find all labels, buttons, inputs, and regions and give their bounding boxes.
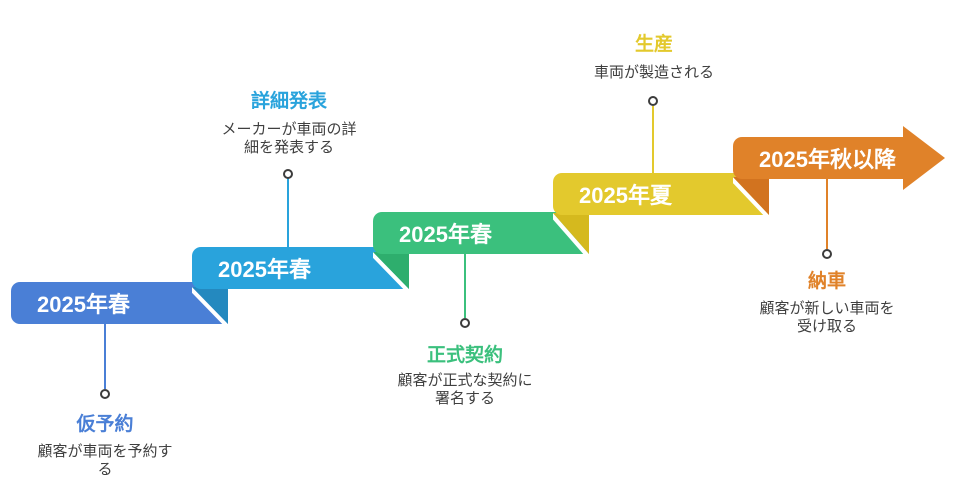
desc-line-1: メーカーが車両の詳 <box>221 121 357 138</box>
desc-line-2: 署名する <box>434 390 496 407</box>
connector-dot <box>283 169 293 179</box>
desc-line-1: 顧客が正式な契約に <box>397 372 533 389</box>
connector-line <box>826 179 828 249</box>
banner-label: 2025年春 <box>399 222 492 247</box>
banner-label: 2025年秋以降 <box>759 147 896 172</box>
connector-line <box>287 178 289 247</box>
connector-dot <box>822 249 832 259</box>
step-description: 顧客が新しい車両を 受け取る <box>759 300 894 336</box>
arrow-head-icon <box>903 126 945 190</box>
step-title: 詳細発表 <box>250 91 328 112</box>
desc-line-2: 細を発表する <box>243 139 335 156</box>
step-title: 生産 <box>634 34 674 55</box>
connector-dot <box>460 318 470 328</box>
ribbon-banner: 2025年秋以降 <box>733 137 905 179</box>
ribbon-banner: 2025年春 <box>192 247 409 289</box>
connector-line <box>104 324 106 389</box>
desc-line-2: 受け取る <box>796 318 858 335</box>
banner-label: 2025年春 <box>37 292 130 317</box>
step-description: 車両が製造される <box>594 64 714 82</box>
connector-dot <box>648 96 658 106</box>
step-description: 顧客が車両を予約す る <box>37 443 172 479</box>
connector-line <box>464 254 466 318</box>
desc-line-1: 車両が製造される <box>593 64 715 81</box>
step-title: 納車 <box>807 271 847 292</box>
desc-line-1: 顧客が新しい車両を <box>759 300 895 317</box>
banner-label: 2025年夏 <box>579 183 672 208</box>
step-title: 正式契約 <box>426 345 504 366</box>
desc-line-2: る <box>97 461 113 478</box>
desc-line-1: 顧客が車両を予約す <box>37 443 173 460</box>
step-title: 仮予約 <box>76 414 134 435</box>
banner-label: 2025年春 <box>218 257 311 282</box>
step-description: メーカーが車両の詳 細を発表する <box>221 121 356 157</box>
connector-dot <box>100 389 110 399</box>
ribbon-banner: 2025年春 <box>11 282 228 324</box>
step-description: 顧客が正式な契約に 署名する <box>397 372 532 408</box>
connector-line <box>652 106 654 173</box>
